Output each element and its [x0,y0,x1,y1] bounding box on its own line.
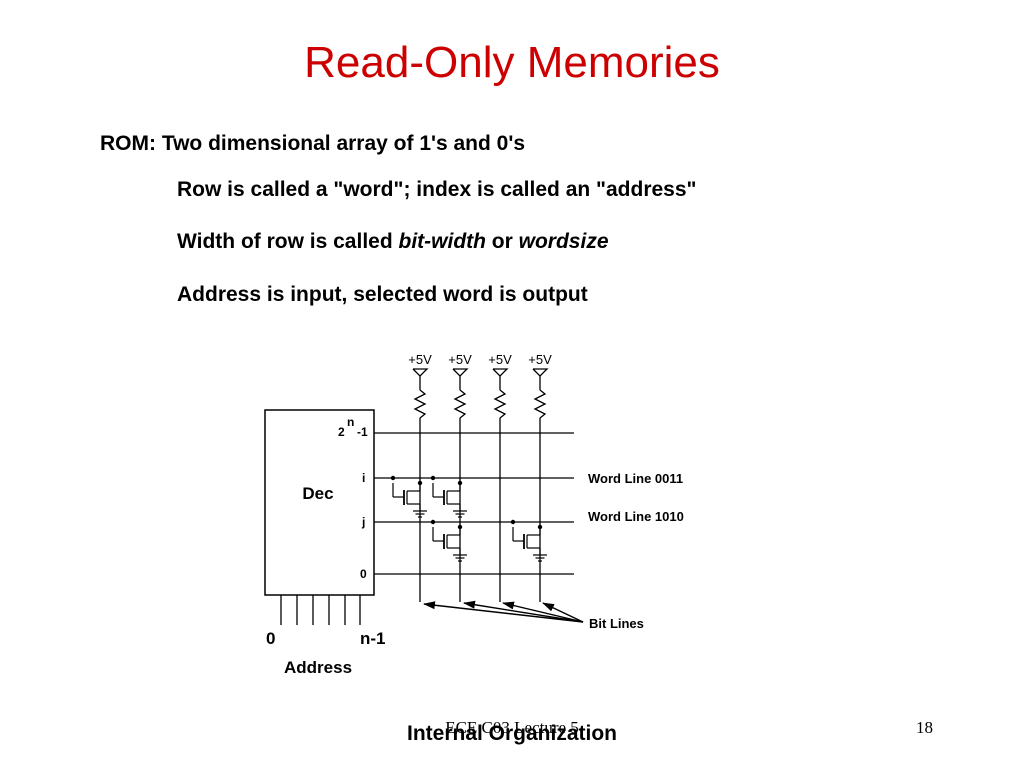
bit-width-term: bit-width [398,230,486,253]
supply-label-3: +5V [488,352,512,367]
slide-title: Read-Only Memories [304,38,720,87]
row-label-j: j [361,515,365,529]
row-label-top-exponent: n [347,415,354,429]
footer-course: ECE C03 Lecture 5 [445,718,579,737]
word-line-j-label: Word Line 1010 [588,509,684,524]
transistor-i-b3 [390,475,428,518]
page-number: 18 [916,718,933,737]
bit-lines-label: Bit Lines [589,616,644,631]
bit-width-text-c: or [485,230,519,253]
supply-label-2: +5V [448,352,472,367]
address-low-label: 0 [266,629,275,648]
diagram-caption: Internal Organization [406,722,618,745]
row-label-top-base: 2 [338,425,345,439]
word-line-i-label: Word Line 0011 [588,471,683,486]
transistor-i-b2 [430,475,468,518]
decoder-label: Dec [302,484,333,503]
transistor-j-b0 [510,519,548,562]
address-high-label: n-1 [360,629,386,648]
pull-up-resistors [412,368,549,419]
row-word-definition: Row is called a "word"; index is called … [177,178,697,201]
row-label-0: 0 [360,567,367,581]
row-label-i: i [362,471,365,485]
pull-up-resistor-4 [532,368,549,419]
row-label-top-suffix: -1 [357,425,368,439]
pull-up-resistor-2 [452,368,469,419]
pull-up-resistor-3 [492,368,509,419]
pull-up-resistor-1 [412,368,429,419]
address-input-lines [280,595,361,625]
wordsize-term: wordsize [518,230,609,253]
supply-label-1: +5V [408,352,432,367]
bit-width-text-a: Width of row is called [177,230,399,253]
bit-lines-arrows [423,600,584,623]
bit-width-definition: Width of row is called bit-width or word… [177,230,609,254]
rom-definition: ROM: Two dimensional array of 1's and 0'… [100,132,526,155]
decoder-box [264,409,375,596]
word-line-wires [374,432,574,575]
transistor-j-b2 [430,519,468,562]
address-label: Address [284,658,352,677]
address-io-definition: Address is input, selected word is outpu… [177,283,588,306]
supply-label-4: +5V [528,352,552,367]
